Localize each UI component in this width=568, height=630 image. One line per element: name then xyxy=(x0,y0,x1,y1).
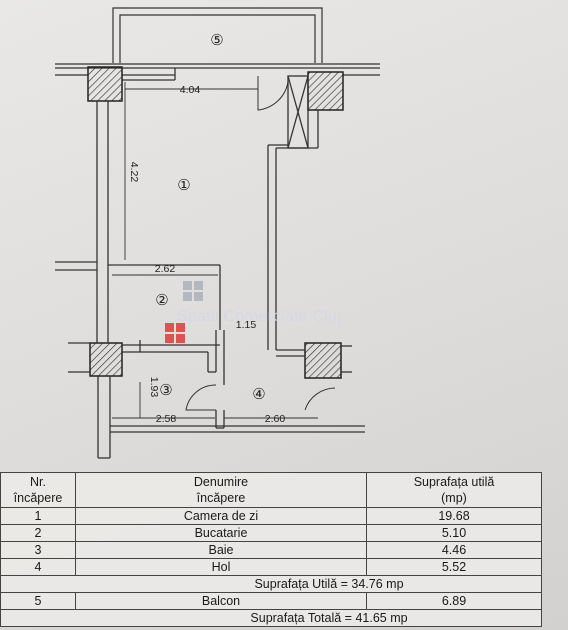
row-nr: 1 xyxy=(0,507,76,525)
room-label-4: ④ xyxy=(252,386,265,403)
dim-kitchen-width: 2.62 xyxy=(155,263,176,275)
watermark-logo-icon xyxy=(165,281,203,343)
header-nr: Nr. încăpere xyxy=(0,472,76,508)
room-label-3: ③ xyxy=(159,382,172,399)
room-label-1: ① xyxy=(177,177,190,194)
watermark-text: Spatii Comerciale Cluj xyxy=(177,308,341,325)
row-name: Baie xyxy=(75,541,367,559)
table-row: 1 Camera de zi 19.68 xyxy=(0,507,542,525)
door-swings xyxy=(185,76,336,411)
room-label-2: ② xyxy=(155,292,168,309)
room-label-5: ⑤ xyxy=(210,32,223,49)
row-name: Hol xyxy=(75,558,367,576)
row-name: Balcon xyxy=(75,592,367,610)
dim-room1-height: 4.22 xyxy=(128,162,140,183)
row-area: 19.68 xyxy=(366,507,542,525)
dim-bath-width: 2.58 xyxy=(156,413,177,425)
grand-total-row: Suprafața Totală = 41.65 mp xyxy=(0,609,542,627)
floor-plan: 4.04 4.22 2.62 1.15 1.93 2.58 2.60 ⑤ ① ②… xyxy=(55,7,380,459)
dim-top-width: 4.04 xyxy=(180,84,201,96)
header-nr-text: Nr. încăpere xyxy=(13,475,63,505)
balcony-outline xyxy=(112,7,323,63)
header-name: Denumire încăpere xyxy=(75,472,367,508)
grand-total: Suprafața Totală = 41.65 mp xyxy=(0,609,542,627)
header-area: Suprafața utilă (mp) xyxy=(366,472,542,508)
row-nr: 4 xyxy=(0,558,76,576)
row-nr: 5 xyxy=(0,592,76,610)
dimension-lines xyxy=(112,82,318,419)
dim-hall-width: 2.60 xyxy=(265,413,286,425)
useful-total-row: Suprafața Utilă = 34.76 mp xyxy=(0,575,542,593)
watermark: Spatii Comerciale Cluj xyxy=(165,279,415,349)
dim-corridor-width: 1.15 xyxy=(236,319,257,331)
row-name: Camera de zi xyxy=(75,507,367,525)
dim-bath-height: 1.93 xyxy=(148,377,160,398)
row-name: Bucatarie xyxy=(75,524,367,542)
useful-total: Suprafața Utilă = 34.76 mp xyxy=(0,575,542,593)
table-row: 3 Baie 4.46 xyxy=(0,541,542,559)
table-row: 2 Bucatarie 5.10 xyxy=(0,524,542,542)
interior-walls xyxy=(108,264,365,433)
row-area: 6.89 xyxy=(366,592,542,610)
left-wall xyxy=(55,101,111,459)
table-row: 4 Hol 5.52 xyxy=(0,558,542,576)
row-nr: 2 xyxy=(0,524,76,542)
row-area: 5.52 xyxy=(366,558,542,576)
header-name-text: Denumire încăpere xyxy=(193,475,249,505)
row-nr: 3 xyxy=(0,541,76,559)
structural-columns xyxy=(87,66,344,379)
right-wall xyxy=(267,75,352,373)
area-table: Nr. încăpere Denumire încăpere Suprafața… xyxy=(0,472,542,627)
table-row: 5 Balcon 6.89 xyxy=(0,592,542,610)
table-header-row: Nr. încăpere Denumire încăpere Suprafața… xyxy=(0,472,542,508)
row-area: 5.10 xyxy=(366,524,542,542)
row-area: 4.46 xyxy=(366,541,542,559)
header-area-text: Suprafața utilă (mp) xyxy=(413,475,495,505)
